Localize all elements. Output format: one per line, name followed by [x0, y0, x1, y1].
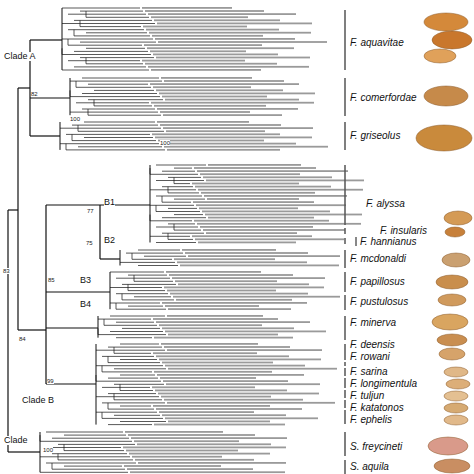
species-label: F. rowani [350, 352, 390, 362]
support-value: 100 [43, 447, 53, 453]
support-value: 82 [31, 91, 38, 97]
subclade-label: B3 [80, 276, 91, 285]
species-label: F. tuljun [350, 391, 384, 401]
species-label: F. aquavitae [350, 38, 404, 48]
support-value: 100 [160, 140, 170, 146]
shell-photos [416, 13, 472, 473]
species-label: F. griseolus [350, 131, 400, 141]
subclade-label: B2 [104, 236, 115, 245]
species-label: F. papillosus [350, 277, 405, 287]
species-label: F. comerfordae [350, 93, 417, 103]
subclade-label: B1 [104, 198, 115, 207]
species-label: F. minerva [350, 318, 396, 328]
support-value: 100 [70, 116, 80, 122]
clade-label: Clade B [22, 396, 54, 405]
species-label: F. alyssa [366, 199, 405, 209]
species-label: F. longimentula [350, 379, 417, 389]
support-value: 84 [19, 336, 26, 342]
support-value: 75 [86, 240, 93, 246]
clade-label: Clade [4, 436, 28, 445]
species-label: F. pustulosus [350, 297, 408, 307]
species-label: F. hannianus [360, 237, 417, 247]
clade-label: Clade A [4, 52, 36, 61]
species-label: F. ephelis [350, 415, 392, 425]
subclade-label: B4 [80, 300, 91, 309]
support-value: 77 [87, 208, 94, 214]
species-label: F. sarina [350, 367, 388, 377]
support-value: 99 [47, 378, 54, 384]
support-value: 85 [48, 277, 55, 283]
species-label: S. freycineti [350, 442, 402, 452]
species-label: S. aquila [350, 462, 389, 472]
species-label: F. mcdonaldi [350, 254, 406, 264]
tree-branches [8, 7, 364, 474]
species-label: F. insularis [380, 226, 427, 236]
species-label: F. katatonos [350, 403, 404, 413]
support-value: 83 [3, 268, 10, 274]
species-label: F. deensis [350, 340, 395, 350]
